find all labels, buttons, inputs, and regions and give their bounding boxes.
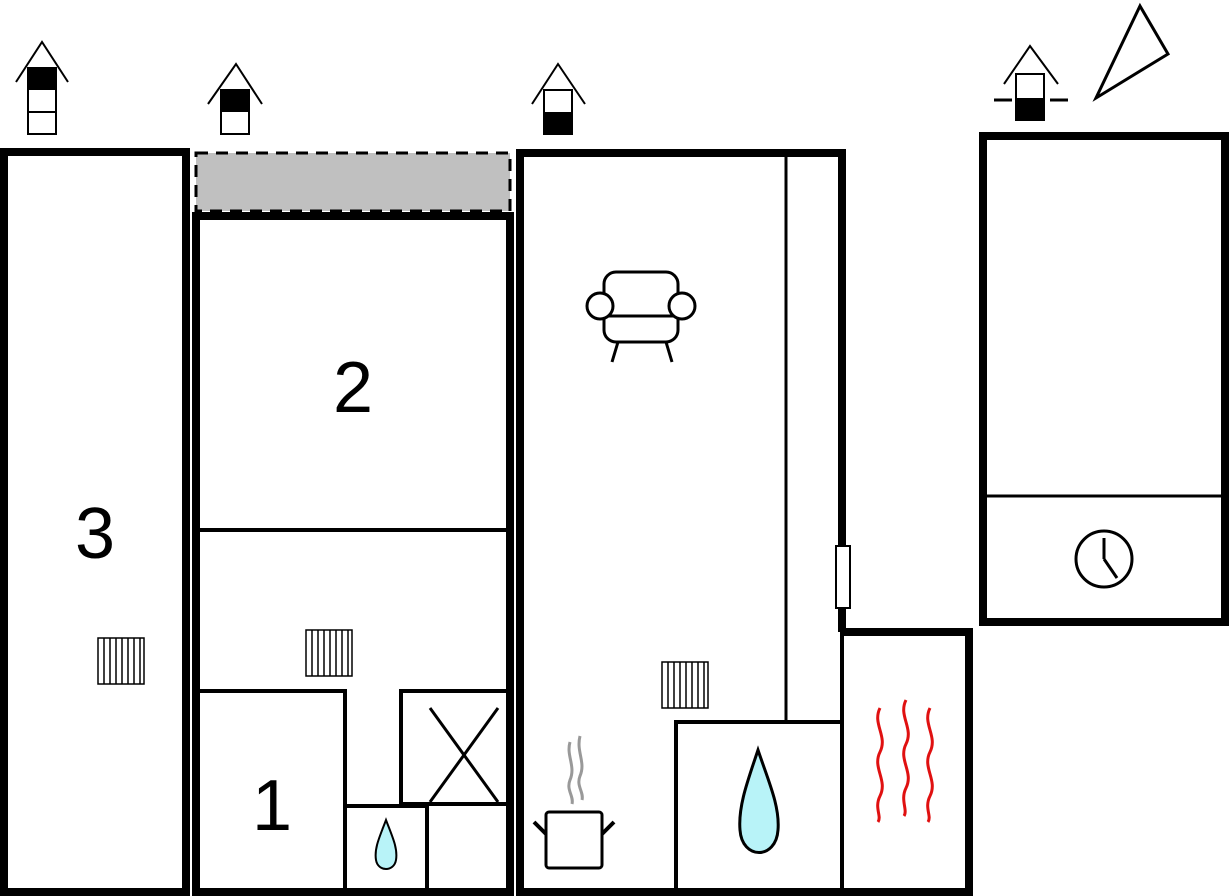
room-1-label: 1 [252, 766, 292, 846]
water-drop-icon [374, 817, 398, 870]
water-drop-icon [738, 745, 780, 854]
radiator-icon [97, 637, 145, 685]
room-2-label: 2 [333, 348, 373, 428]
heating-icon [876, 699, 934, 823]
room-column-2 [192, 212, 514, 896]
room-3 [0, 148, 190, 896]
room-living [516, 149, 846, 892]
floor-indicator-icon [207, 62, 263, 135]
clock-icon [1074, 529, 1134, 589]
shower-cross [428, 707, 500, 803]
bathroom [343, 804, 429, 894]
door [835, 545, 851, 609]
armchair-icon [585, 270, 697, 363]
radiator-icon [661, 661, 709, 709]
north-arrow-icon [1092, 2, 1171, 102]
balcony [194, 151, 512, 213]
floor-indicator-icon [531, 62, 586, 135]
floor-indicator-icon [15, 40, 69, 135]
room-3-label: 3 [75, 494, 115, 574]
radiator-icon [305, 629, 353, 677]
shower [399, 689, 510, 806]
sauna-room [842, 628, 973, 892]
cooking-pot-icon [532, 735, 616, 870]
floor-indicator-icon [994, 44, 1068, 121]
room-right [979, 132, 1229, 626]
